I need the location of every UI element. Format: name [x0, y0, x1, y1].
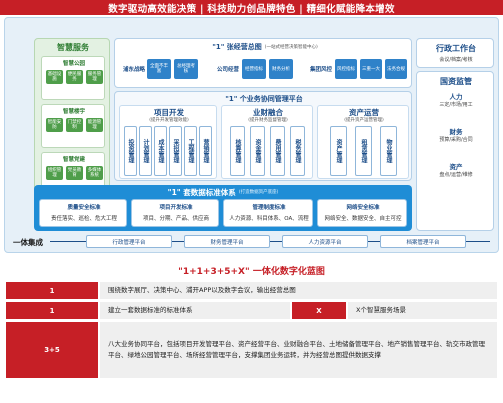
row1-text: 围绕数字展厅、决策中心、浦开APP以及数字会议，输出经营总图: [100, 282, 497, 299]
group-label: 智慧党建: [62, 157, 85, 163]
row2-text: 建立一套数据标准的标准体系: [100, 302, 290, 319]
row2-tag: 1: [6, 302, 98, 319]
tile[interactable]: 资金管理: [250, 126, 265, 176]
chip[interactable]: 风控指标: [335, 59, 357, 79]
network-security-standard[interactable]: 网络安全标准 网络安全、数据安全、自主可控: [317, 199, 407, 227]
chip[interactable]: 多媒体系统: [86, 166, 103, 180]
chip[interactable]: 总经理考核: [174, 59, 198, 79]
chip[interactable]: 经营指标: [242, 59, 266, 79]
state-asset-supervision: 国资监管 人力 三定/市场/用工 财务 预算/采购/合同 资产 盘点/运营/维修: [416, 71, 494, 231]
group-smart-building[interactable]: 智慧楼宇 智能安防 门禁控制 能源管理: [41, 104, 105, 148]
smart-service-panel: 智慧服务 智慧公园 基础设施 便民服务 服务管理 智慧楼宇 智能安防 门禁控制 …: [34, 38, 110, 210]
chip[interactable]: 服务管理: [86, 70, 103, 84]
item-text: 预算/采购/合同: [439, 137, 473, 143]
business-map-subtitle: (一站式经营决策智能中心): [264, 44, 318, 50]
tile[interactable]: 租赁管理: [355, 126, 372, 176]
standards-heading: "1" 套数据标准体系 (打造数据资产底座): [34, 187, 412, 197]
standards-subtitle: (打造数据资产底座): [238, 190, 279, 195]
data-standards-band: "1" 套数据标准体系 (打造数据资产底座) 质量安全标准 责任落实、巡检、危大…: [34, 185, 412, 231]
tile[interactable]: 资产管理: [330, 126, 347, 176]
archive-platform[interactable]: 档案管理平台: [380, 235, 466, 248]
finance-column: 业财融合 (提升财务监督管理) 核算管理 资金管理 费用管理 税务管理: [221, 105, 313, 179]
column-title: 资产运营: [349, 108, 379, 117]
tile[interactable]: 投资管理: [124, 126, 137, 176]
standard-head: 管理制度标准: [252, 205, 286, 211]
chip[interactable]: 党员教育: [66, 166, 83, 180]
item-head[interactable]: 资产: [449, 163, 463, 171]
standard-head: 项目开发标准: [159, 205, 193, 211]
chip[interactable]: 能源管理: [86, 118, 103, 132]
chip[interactable]: 智能安防: [46, 118, 63, 132]
chip[interactable]: 便民服务: [66, 70, 83, 84]
item-text: 三定/市场/用工: [439, 102, 473, 108]
risk-label: 集团风控: [310, 67, 333, 73]
quality-safety-standard[interactable]: 质量安全标准 责任落实、巡检、危大工程: [39, 199, 127, 227]
business-map-heading: "1" 张经营总图 (一站式经营决策智能中心): [175, 42, 355, 51]
business-collab-platform: "1" 个业务协同管理平台 项目开发 (提升开发管理效能) 投资管理 计划管理 …: [114, 91, 412, 181]
column-subtitle: (提升开发管理效能): [149, 118, 189, 123]
integration-label: 一体集成: [13, 237, 43, 247]
row1-tag: 1: [6, 282, 98, 299]
tile[interactable]: 采招管理: [169, 126, 182, 176]
standard-text: 人力资源、科目体系、OA、流程: [229, 216, 309, 222]
column-title: 项目开发: [154, 108, 184, 117]
tile[interactable]: 费用管理: [270, 126, 285, 176]
workbench-title: 行政工作台: [436, 43, 476, 53]
chip[interactable]: 组织管理: [46, 166, 63, 180]
mgmt-system-standard[interactable]: 管理制度标准 人力资源、科目体系、OA、流程: [223, 199, 313, 227]
column-subtitle: (提升资产运营管理): [344, 118, 384, 123]
standard-text: 责任落实、巡检、危大工程: [50, 216, 117, 222]
item-head[interactable]: 人力: [449, 93, 463, 101]
operation-label: 公司经营: [217, 67, 240, 73]
project-dev-standard[interactable]: 项目开发标准 项目、分期、产品、供应商: [131, 199, 219, 227]
row3-text: 八大业务协同平台，包括项目开发管理平台、资产经营平台、业财融合平台、土地储备管理…: [100, 322, 497, 378]
group-smart-park[interactable]: 智慧公园 基础设施 便民服务 服务管理: [41, 56, 105, 100]
column-title: 业财融合: [253, 108, 283, 117]
chip[interactable]: 门禁控制: [66, 118, 83, 132]
standard-head: 质量安全标准: [67, 205, 101, 211]
tile[interactable]: 物业管理: [380, 126, 397, 176]
chip[interactable]: 财务分析: [269, 59, 293, 79]
row2-text-x: X个智慧服务场景: [348, 302, 497, 319]
supervision-title: 国资监管: [440, 76, 472, 86]
strategy-label: 浦东战略: [123, 67, 146, 73]
smart-service-title: 智慧服务: [57, 42, 89, 52]
group-label: 智慧公园: [62, 61, 85, 67]
column-subtitle: (提升财务监督管理): [248, 118, 288, 123]
chip[interactable]: 法务合规: [385, 59, 407, 79]
blueprint-subtitle: "1+1+3+5+X" 一体化数字化蓝图: [178, 266, 325, 277]
tile[interactable]: 税务管理: [290, 126, 305, 176]
admin-platform[interactable]: 行政管理平台: [86, 235, 172, 248]
business-map-title: "1" 张经营总图: [212, 42, 262, 51]
integration-line: [50, 241, 490, 242]
row3-tag: 3+5: [6, 322, 98, 378]
chip[interactable]: 三重一大: [360, 59, 382, 79]
top-banner: 数字驱动高效能决策 | 科技助力创品牌特色 | 精细化赋能降本增效: [0, 0, 503, 15]
tile[interactable]: 工程管理: [184, 126, 197, 176]
admin-workbench[interactable]: 行政工作台 会议/档案/考核: [416, 38, 494, 68]
standard-text: 项目、分期、产品、供应商: [142, 216, 209, 222]
tile[interactable]: 核算管理: [230, 126, 245, 176]
asset-ops-column: 资产运营 (提升资产运营管理) 资产管理 租赁管理 物业管理: [317, 105, 409, 179]
tile[interactable]: 营销管理: [199, 126, 212, 176]
standard-head: 网络安全标准: [346, 205, 380, 211]
collab-platform-title: "1" 个业务协同管理平台: [225, 94, 303, 103]
chip[interactable]: 基础设施: [46, 70, 63, 84]
tile[interactable]: 成本管理: [154, 126, 167, 176]
item-text: 盘点/运营/维修: [439, 172, 473, 178]
tile[interactable]: 计划管理: [139, 126, 152, 176]
workbench-text: 会议/档案/考核: [439, 57, 473, 63]
project-dev-column: 项目开发 (提升开发管理效能) 投资管理 计划管理 成本管理 采招管理 工程管理…: [119, 105, 217, 179]
group-label: 智慧楼宇: [62, 109, 85, 115]
business-map-platform: "1" 张经营总图 (一站式经营决策智能中心) 浦东战略 全面不丰富 总经理考核…: [114, 38, 412, 88]
row2-tag-x: X: [292, 302, 346, 319]
finance-platform[interactable]: 财务管理平台: [184, 235, 270, 248]
standards-title: "1" 套数据标准体系: [167, 187, 236, 197]
chip[interactable]: 全面不丰富: [147, 59, 171, 79]
item-head[interactable]: 财务: [449, 128, 463, 136]
standard-text: 网络安全、数据安全、自主可控: [324, 216, 402, 222]
hr-platform[interactable]: 人力资源平台: [282, 235, 368, 248]
